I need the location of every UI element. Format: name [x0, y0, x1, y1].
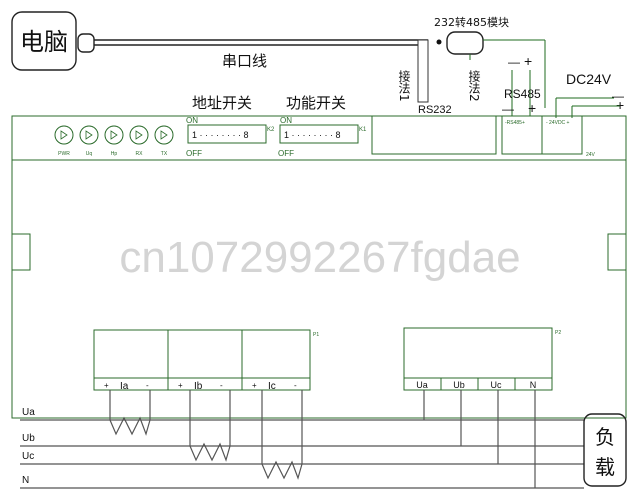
mount-slot-left — [11, 233, 31, 271]
current-terminal-block — [93, 329, 311, 379]
svg-text:-: - — [294, 381, 297, 390]
svg-text:P2: P2 — [555, 330, 561, 336]
led-label: Hp — [111, 151, 118, 157]
current-transformer-1 — [109, 390, 151, 436]
led-uq: Uq — [79, 125, 99, 157]
panel-block — [371, 115, 497, 155]
rs232-label: RS232 — [418, 104, 452, 116]
load-box — [583, 413, 627, 487]
load-label-1: 负 — [595, 425, 615, 449]
mount-slot-right — [607, 233, 627, 271]
address-dip-switch[interactable] — [187, 124, 267, 144]
svg-text:K2: K2 — [267, 127, 275, 133]
dc24v-minus: — — [612, 89, 624, 103]
terminal-ua: Ua — [416, 380, 428, 390]
converter-module — [446, 31, 484, 55]
terminal-n: N — [530, 380, 537, 390]
function-dip-switch[interactable] — [279, 124, 359, 144]
svg-text:1 · · · · · · · · 8: 1 · · · · · · · · 8 — [192, 130, 249, 140]
method2-label: 接法2 — [467, 69, 481, 102]
current-transformer-3 — [261, 390, 303, 480]
svg-text:1 · · · · · · · · 8: 1 · · · · · · · · 8 — [284, 130, 341, 140]
svg-text:P1: P1 — [313, 332, 319, 338]
connector-dot — [436, 39, 442, 45]
svg-text:ON: ON — [186, 116, 198, 125]
svg-text:—: — — [502, 102, 514, 116]
led-rx: RX — [129, 125, 149, 157]
watermark: cn1072992267fgdae — [119, 233, 520, 282]
svg-text:OFF: OFF — [278, 149, 294, 158]
phase-label-ua: Ua — [22, 407, 35, 418]
svg-text:24V: 24V — [586, 152, 596, 158]
phase-label-uc: Uc — [22, 451, 34, 462]
phase-label-n: N — [22, 475, 29, 486]
led-group: PWR Uq Hp RX TX — [54, 125, 174, 157]
svg-text:+: + — [528, 100, 536, 116]
terminal-uc: Uc — [491, 380, 502, 390]
computer-label: 电脑 — [20, 28, 68, 56]
db9-plug-left — [77, 33, 95, 53]
computer-box — [11, 11, 77, 71]
method1-label: 接法1 — [397, 69, 411, 102]
load-label-2: 载 — [595, 455, 615, 479]
terminal-ib: Ib — [194, 381, 203, 392]
led-tx: TX — [154, 125, 174, 157]
led-pwr: PWR — [54, 125, 74, 157]
terminal-ia: Ia — [120, 381, 129, 392]
svg-text:OFF: OFF — [186, 149, 202, 158]
svg-text:-: - — [220, 381, 223, 390]
function-switch-label: 功能开关 — [286, 94, 346, 112]
svg-text:- 24VDC +: - 24VDC + — [546, 120, 570, 126]
led-label: PWR — [58, 151, 70, 157]
dc24v-plus: + — [616, 97, 624, 113]
rs485-label: RS485 — [504, 87, 541, 101]
terminal-ic: Ic — [268, 381, 276, 392]
svg-text:+: + — [178, 381, 183, 390]
dc24v-label: DC24V — [566, 71, 612, 87]
led-label: TX — [161, 151, 168, 157]
terminal-ub: Ub — [453, 380, 465, 390]
converter-minus: — — [508, 55, 520, 69]
converter-plus: + — [524, 53, 532, 69]
led-label: RX — [136, 151, 144, 157]
current-transformer-2 — [189, 390, 231, 462]
led-label: Uq — [86, 151, 93, 157]
svg-text:-: - — [146, 381, 149, 390]
voltage-terminal-block — [403, 327, 553, 379]
address-switch-label: 地址开关 — [192, 94, 252, 112]
svg-text:ON: ON — [280, 116, 292, 125]
svg-text:-RS485+: -RS485+ — [505, 120, 525, 126]
svg-text:+: + — [104, 381, 109, 390]
converter-label: 232转485模块 — [434, 15, 509, 29]
serial-cable-label: 串口线 — [222, 52, 267, 70]
method1-connector — [417, 39, 429, 103]
led-hp: Hp — [104, 125, 124, 157]
svg-text:K1: K1 — [359, 127, 367, 133]
phase-label-ub: Ub — [22, 433, 35, 444]
svg-text:+: + — [252, 381, 257, 390]
